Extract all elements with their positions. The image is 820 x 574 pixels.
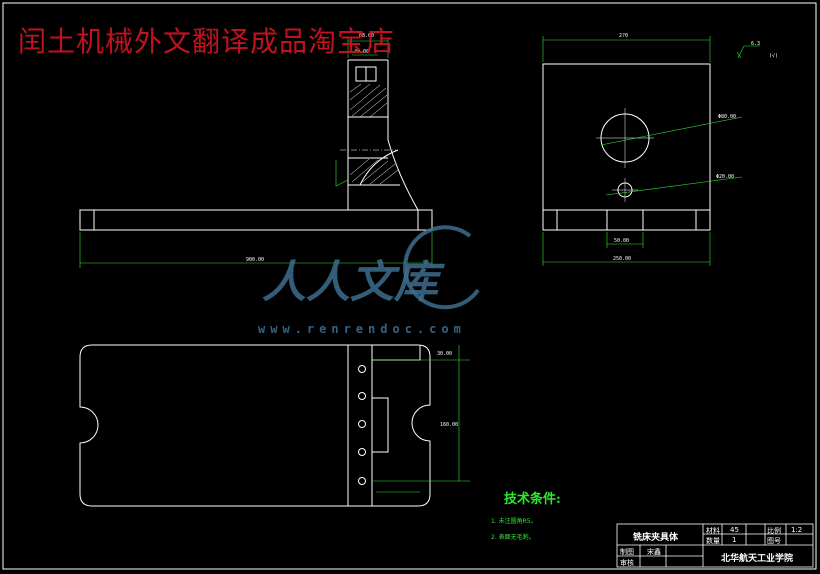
front-view [79, 59, 433, 231]
drawn-label: 制图 [620, 548, 634, 556]
scale-value: 1:2 [791, 526, 803, 534]
school-name: 北华航天工业学院 [721, 554, 794, 564]
side-view [542, 63, 711, 231]
dim-side-slot: 50.00 [614, 238, 629, 244]
side-dims [542, 36, 760, 266]
watermark-url: www.renrendoc.com [258, 322, 466, 336]
watermark-text: 人人文库 [262, 257, 438, 308]
dim-big-hole: Φ80.00 [718, 114, 736, 120]
dim-plan-vertical: 160.00 [440, 422, 458, 428]
dim-plan-top: 30.00 [437, 351, 452, 357]
qty-value: 1 [732, 536, 737, 544]
dim-top-slot-width: 88.00 [359, 33, 374, 39]
plan-view [79, 344, 431, 507]
watermark-logo [403, 225, 480, 310]
roughness-mark: 6.3 [751, 41, 760, 47]
tech-requirements-title: 技术条件: [504, 492, 561, 507]
drawing-no-label: 图号 [767, 537, 781, 545]
dim-small-hole: Φ20.00 [716, 174, 734, 180]
checked-label: 审核 [620, 559, 634, 567]
dim-overall-length: 900.00 [246, 257, 264, 263]
front-dims [79, 38, 433, 268]
roughness-paren: (√) [769, 53, 778, 59]
tech-note-2: 2. 表面无毛刺。 [491, 534, 535, 541]
tech-note-1: 1. 未注圆角R5。 [491, 518, 537, 525]
qty-label: 数量 [706, 537, 720, 545]
title-block [616, 523, 814, 568]
material-value: 45 [730, 526, 739, 534]
dim-side-base: 250.00 [613, 256, 631, 262]
dim-side-width: 2?0 [619, 33, 628, 39]
scale-label: 比例 [767, 527, 781, 535]
drawn-value: 宋鑫 [647, 548, 661, 556]
plan-dims [372, 345, 470, 493]
material-label: 材料 [706, 527, 720, 535]
part-name: 铣床夹具体 [633, 533, 679, 543]
dim-top-slot-inner: 40.00 [354, 49, 369, 55]
shop-title-overlay: 闰土机械外文翻译成品淘宝店 [18, 25, 396, 58]
